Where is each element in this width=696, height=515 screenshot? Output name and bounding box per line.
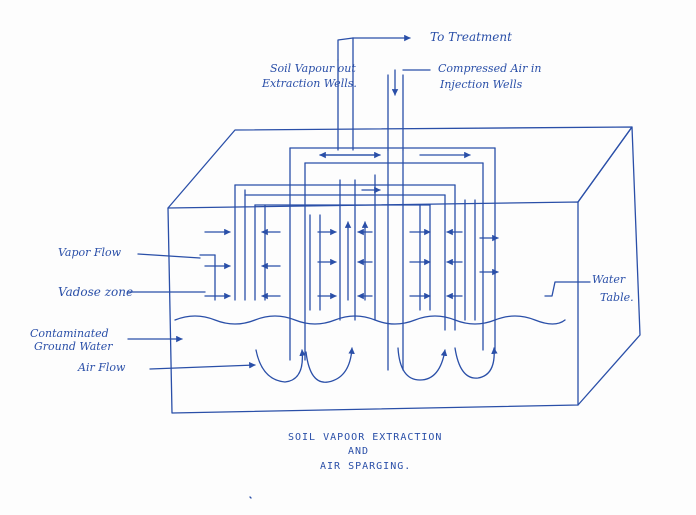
contaminated-label-1: Contaminated — [30, 327, 109, 340]
water-table-line — [174, 315, 566, 325]
contaminated-label-2: Ground Water — [34, 340, 113, 353]
soil-vapour-label-2: Extraction Wells. — [262, 77, 357, 90]
water-table-label-1: Water — [592, 273, 626, 286]
vadose-zone-label: Vadose zone — [58, 285, 134, 299]
vapor-flow-label: Vapor Flow — [58, 246, 122, 259]
extraction-header — [289, 147, 496, 361]
compressed-air-label-1: Compressed Air in — [438, 62, 542, 75]
caption-line-3: AIR SPARGING. — [320, 461, 412, 472]
soil-vapour-label-1: Soil Vapour out — [270, 62, 356, 75]
stray-mark — [249, 496, 252, 499]
label-pointers — [127, 253, 591, 370]
injection-well — [387, 69, 431, 151]
to-treatment-label: To Treatment — [430, 30, 512, 44]
caption-line-1: SOIL VAPOOR EXTRACTION — [288, 432, 443, 443]
extraction-well — [337, 34, 411, 151]
air-flow-label: Air Flow — [78, 361, 126, 374]
lateral-pipes — [234, 149, 476, 371]
vapor-flow-arrows — [199, 186, 499, 301]
caption-line-2: AND — [348, 446, 370, 457]
soil-block — [167, 126, 641, 414]
water-table-label-2: Table. — [600, 291, 634, 304]
compressed-air-label-2: Injection Wells — [440, 78, 523, 91]
air-flow-loops — [255, 347, 498, 383]
